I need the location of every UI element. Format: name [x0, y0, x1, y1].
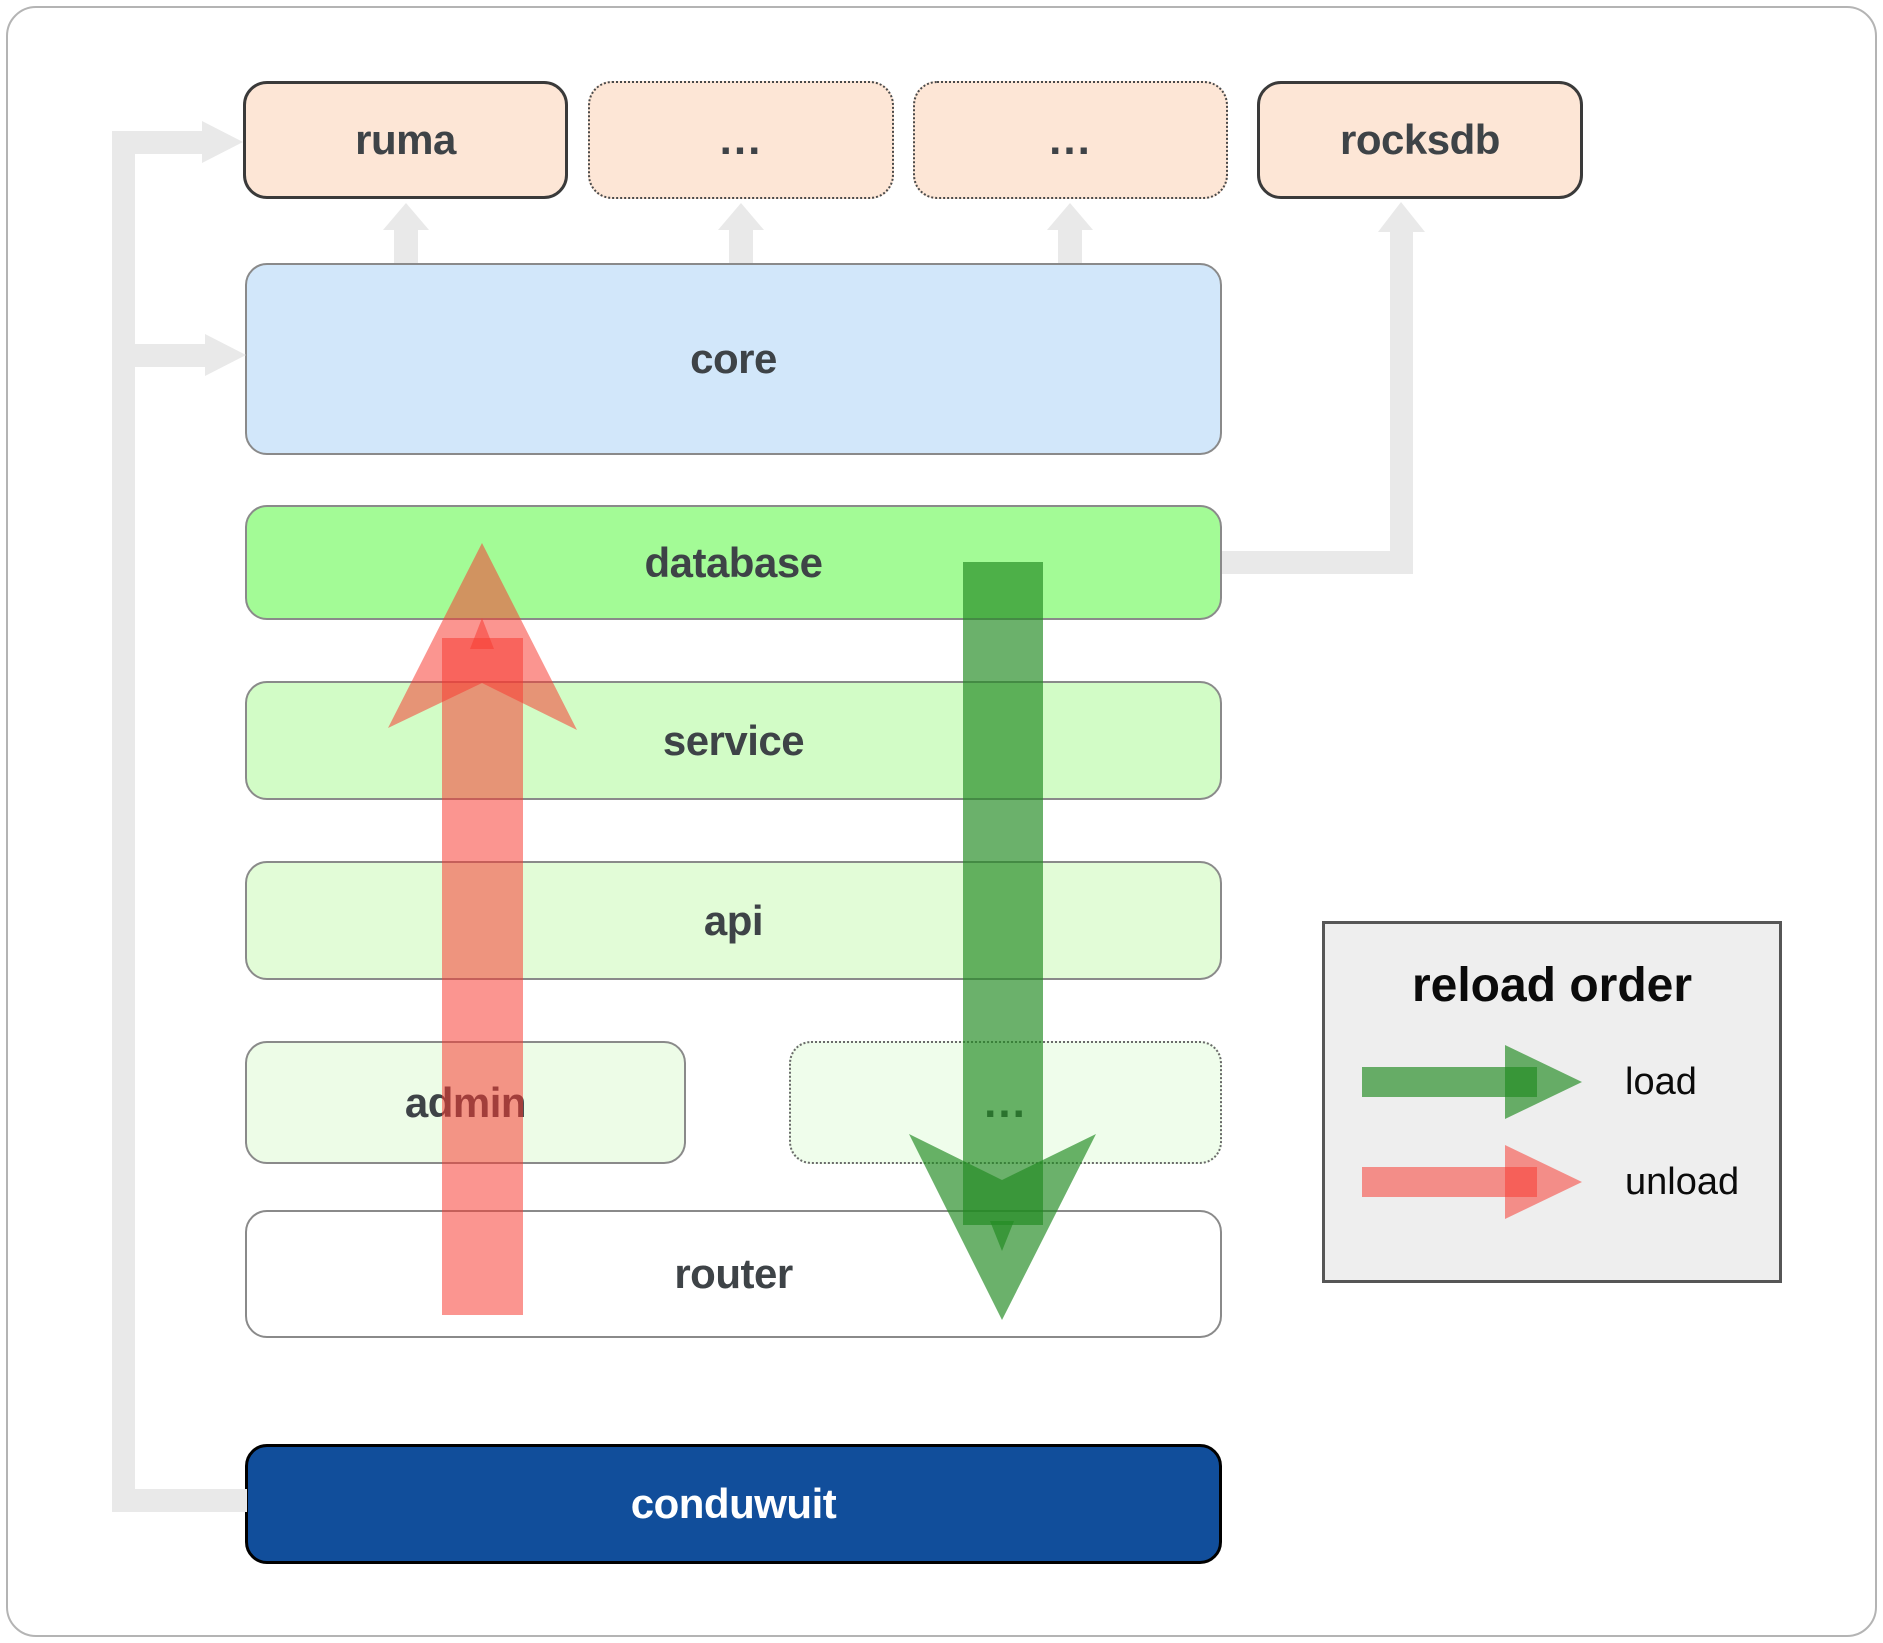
node-conduwuit-label: conduwuit	[630, 1480, 837, 1527]
legend: reload order load unload	[1322, 921, 1782, 1283]
legend-item-unload: unload	[1325, 1142, 1779, 1222]
legend-load-label: load	[1625, 1060, 1697, 1103]
node-rocksdb-label: rocksdb	[1340, 116, 1500, 163]
node-admin: admin	[245, 1041, 686, 1164]
node-router-label: router	[674, 1250, 793, 1297]
node-ellipsis-top-2: ...	[913, 81, 1228, 199]
legend-title: reload order	[1411, 959, 1693, 1012]
legend-item-load: load	[1325, 1042, 1779, 1122]
legend-unload-label: unload	[1625, 1160, 1740, 1203]
node-admin-label: admin	[404, 1078, 527, 1126]
node-ellipsis-top-2-label: ...	[1049, 115, 1092, 164]
node-ellipsis-admin-row-label: ...	[984, 1077, 1027, 1127]
node-api: api	[245, 861, 1222, 980]
node-conduwuit: conduwuit	[245, 1444, 1222, 1564]
node-core: core	[245, 263, 1222, 455]
node-service: service	[245, 681, 1222, 800]
node-ellipsis-top-1-label: ...	[719, 115, 763, 164]
node-database: database	[245, 505, 1222, 620]
node-rocksdb: rocksdb	[1257, 81, 1583, 199]
node-database-label: database	[644, 538, 823, 586]
outer-frame	[6, 6, 1877, 1637]
node-api-label: api	[703, 896, 764, 944]
node-router: router	[245, 1210, 1222, 1338]
legend-load-arrow-icon	[1362, 1045, 1582, 1119]
node-ruma-label: ruma	[355, 116, 456, 163]
node-ellipsis-top-1: ...	[588, 81, 894, 199]
node-ellipsis-admin-row: ...	[789, 1041, 1222, 1164]
legend-unload-arrow-icon	[1362, 1145, 1582, 1219]
node-ruma: ruma	[243, 81, 568, 199]
node-core-label: core	[690, 335, 777, 382]
node-service-label: service	[662, 716, 805, 764]
